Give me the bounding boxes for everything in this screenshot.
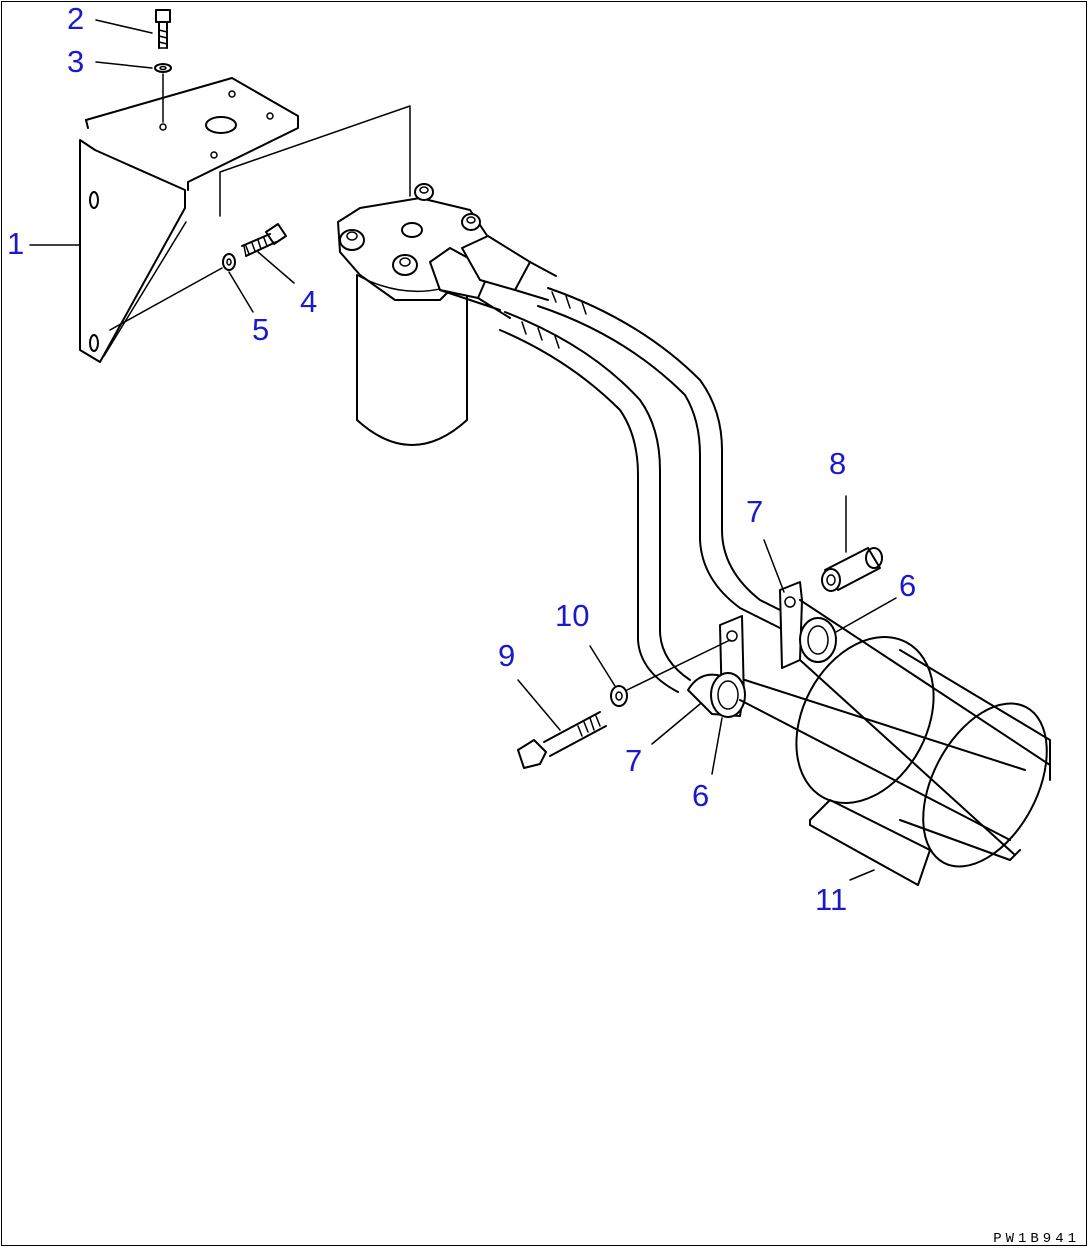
callout-11: 11 (815, 882, 848, 917)
bolt-part-2 (155, 9, 171, 49)
washer-part-5 (109, 253, 236, 331)
callout-5: 5 (252, 312, 270, 347)
callout-8: 8 (829, 446, 847, 481)
bolt-part-9 (517, 711, 607, 769)
callout-10: 10 (555, 598, 590, 633)
callout-1: 1 (7, 226, 25, 261)
callout-7-upper: 7 (746, 494, 764, 529)
bracket-part-1 (79, 77, 299, 363)
bolt-part-4 (241, 223, 287, 257)
washer-part-3 (154, 63, 172, 123)
callout-9: 9 (498, 638, 516, 673)
callout-4: 4 (300, 284, 318, 319)
callout-3: 3 (67, 44, 85, 79)
callout-7-lower: 7 (625, 743, 643, 778)
washer-part-10 (610, 639, 731, 707)
callout-2: 2 (67, 1, 85, 36)
leader-lines (29, 19, 897, 881)
tube-guard-part-11 (739, 599, 1051, 886)
clamp-part-7-upper (779, 581, 803, 669)
hoses (499, 287, 791, 693)
sleeve-part-6-lower (687, 672, 746, 718)
callout-6-lower: 6 (692, 778, 710, 813)
spacer-part-8 (821, 547, 883, 592)
callout-6-upper: 6 (899, 568, 917, 603)
hose-fittings (429, 235, 557, 319)
drawing-code: PW1B941 (993, 1231, 1080, 1247)
sleeve-part-6-upper (799, 617, 837, 663)
